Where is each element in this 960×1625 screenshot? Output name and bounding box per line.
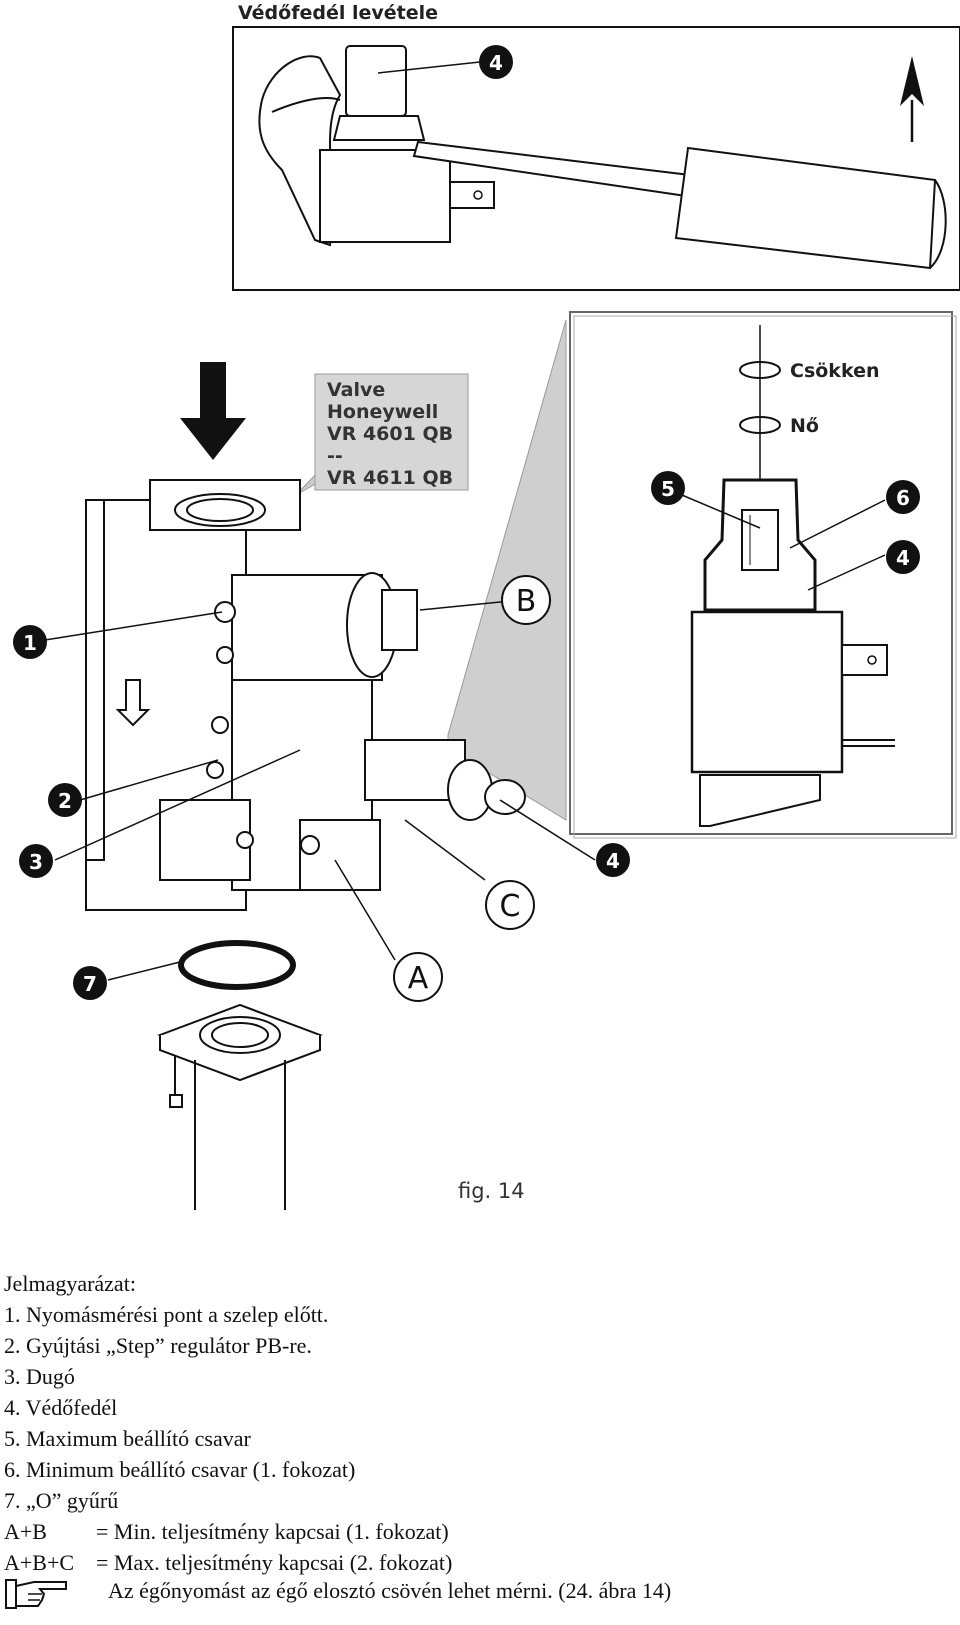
callout-7-label: 7 — [83, 972, 97, 996]
legend-item-2: 2. Gyújtási „Step” regulátor PB-re. — [4, 1333, 312, 1358]
callout-3-label: 3 — [29, 850, 43, 874]
legend-item-7: 7. „O” gyűrű — [4, 1488, 119, 1513]
valve-line-2: Honeywell — [327, 401, 438, 423]
callout-1-label: 1 — [23, 631, 37, 655]
valve-line-1: Valve — [327, 379, 385, 401]
callout-2: 2 — [48, 783, 82, 817]
callout-2-label: 2 — [58, 789, 72, 813]
combo-min-key: A+B — [4, 1519, 47, 1544]
legend-item-1: 1. Nyomásmérési pont a szelep előtt. — [4, 1302, 329, 1327]
valve-info-box: Valve Honeywell VR 4601 QB -- VR 4611 QB — [295, 373, 469, 496]
increase-label: Nő — [790, 415, 819, 437]
legend-item-6: 6. Minimum beállító csavar (1. fokozat) — [4, 1457, 356, 1482]
legend-item-3: 3. Dugó — [4, 1364, 75, 1389]
callout-C-label: C — [500, 889, 521, 924]
combo-max-text: = Max. teljesítmény kapcsai (2. fokozat) — [96, 1550, 453, 1575]
callout-5: 5 — [651, 471, 685, 505]
legend-combo-min: A+B = Min. teljesítmény kapcsai (1. fokoz… — [4, 1516, 954, 1547]
legend: Jelmagyarázat: 1. Nyomásmérési pont a sz… — [4, 1268, 954, 1578]
figure-caption: fig. 14 — [458, 1179, 525, 1203]
callout-7: 7 — [73, 966, 107, 1000]
legend-title: Jelmagyarázat: — [4, 1271, 136, 1296]
callout-4-top: 4 — [479, 45, 513, 79]
callout-4-valve-label: 4 — [606, 849, 620, 873]
adjustment-detail-panel: Csökken Nő — [569, 311, 957, 839]
pointing-hand-icon — [5, 1579, 67, 1609]
callout-1: 1 — [13, 625, 47, 659]
callout-A: A — [393, 952, 443, 1002]
decrease-label: Csökken — [790, 360, 879, 382]
cap-removal-panel — [232, 26, 960, 291]
callout-3: 3 — [19, 844, 53, 878]
o-ring-and-flange — [157, 940, 323, 1210]
callout-4-valve: 4 — [596, 843, 630, 877]
legend-item-4: 4. Védőfedél — [4, 1395, 118, 1420]
callout-C: C — [485, 880, 535, 930]
combo-min-text: = Min. teljesítmény kapcsai (1. fokozat) — [96, 1519, 449, 1544]
callout-4-detail-label: 4 — [896, 546, 910, 570]
valve-line-3: VR 4601 QB — [327, 423, 453, 445]
top-caption: Védőfedél levétele — [238, 2, 438, 24]
valve-line-5: VR 4611 QB — [327, 467, 453, 489]
combo-max-key: A+B+C — [4, 1550, 75, 1575]
callout-B: B — [501, 575, 551, 625]
legend-combo-max: A+B+C = Max. teljesítmény kapcsai (2. fok… — [4, 1547, 954, 1578]
callout-5-label: 5 — [661, 477, 675, 501]
flow-down-arrow — [180, 362, 246, 460]
callout-6: 6 — [886, 480, 920, 514]
callout-lines — [44, 599, 596, 981]
callout-4-detail: 4 — [886, 540, 920, 574]
callout-4-top-label: 4 — [489, 51, 503, 75]
valve-line-4: -- — [327, 445, 343, 467]
callout-6-label: 6 — [896, 486, 910, 510]
callout-B-label: B — [516, 584, 537, 619]
note-text: Az égőnyomást az égő elosztó csövén lehe… — [108, 1578, 672, 1603]
legend-item-5: 5. Maximum beállító csavar — [4, 1426, 251, 1451]
callout-A-label: A — [408, 961, 429, 996]
gas-valve-body — [85, 479, 526, 911]
